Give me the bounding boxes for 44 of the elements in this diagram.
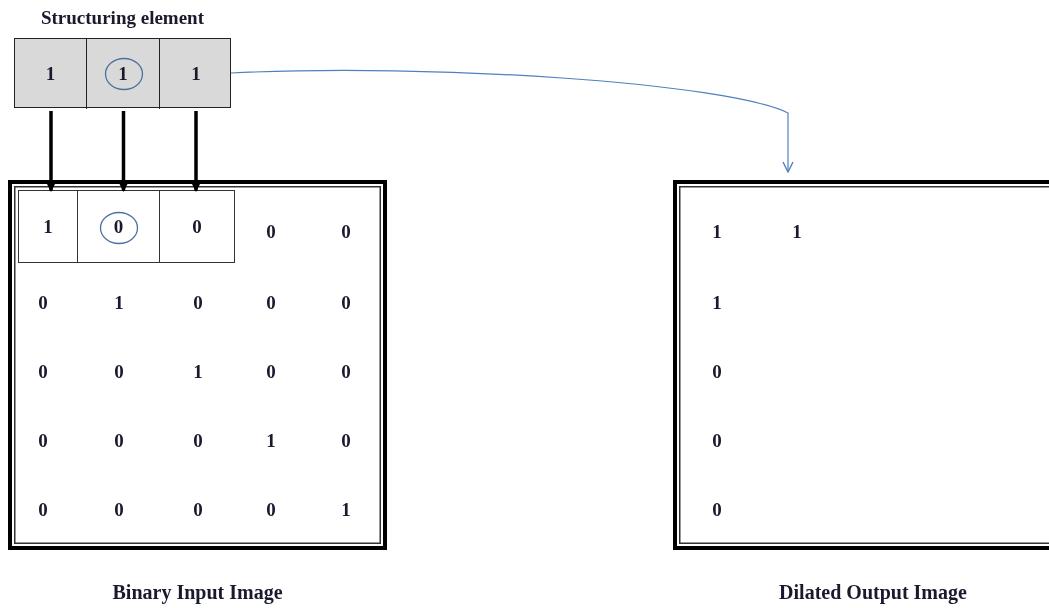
- matrix-value: 0: [193, 430, 203, 452]
- matrix-value: 0: [192, 215, 202, 238]
- matrix-value: 0: [38, 292, 48, 314]
- matrix-value: 0: [114, 430, 124, 452]
- matrix-value: 0: [38, 499, 48, 521]
- matrix-value: 0: [266, 499, 276, 521]
- matrix-value: 0: [341, 361, 351, 383]
- node-label: Dilated Output Image: [779, 581, 967, 604]
- matrix-value: 0: [712, 430, 722, 452]
- heading: Structuring element: [40, 7, 205, 29]
- matrix-value: 0: [341, 221, 351, 243]
- matrix-value: 1: [712, 292, 722, 314]
- matrix-value: 1: [712, 221, 722, 243]
- matrix-value: 0: [712, 499, 722, 521]
- matrix-value: 0: [113, 215, 124, 238]
- matrix-value: 0: [712, 361, 722, 383]
- node-label: Binary Input Image: [112, 581, 283, 604]
- matrix-value: 1: [114, 292, 124, 314]
- matrix-value: 1: [191, 63, 201, 85]
- matrix-value: 0: [114, 361, 124, 383]
- matrix-value: 0: [266, 221, 276, 243]
- matrix-cell: [78, 190, 160, 263]
- matrix-value: 1: [43, 215, 53, 238]
- matrix-value: 0: [341, 430, 351, 452]
- matrix-value: 0: [193, 292, 203, 314]
- arrow: [118, 111, 129, 193]
- arrow: [190, 111, 202, 193]
- arrow: [230, 69, 794, 173]
- matrix-value: 0: [341, 292, 351, 314]
- matrix-value: 1: [118, 63, 128, 85]
- matrix-value: 0: [38, 361, 48, 383]
- matrix-value: 0: [266, 292, 276, 314]
- matrix-cell: [18, 190, 78, 263]
- matrix-value: 0: [266, 361, 276, 383]
- matrix-value: 1: [45, 63, 56, 85]
- matrix-value: 1: [266, 430, 276, 452]
- matrix-value: 0: [38, 430, 48, 452]
- matrix-value: 1: [341, 499, 351, 521]
- matrix-value: 0: [193, 499, 203, 521]
- arrow: [45, 111, 57, 193]
- matrix-value: 1: [193, 361, 203, 383]
- matrix-value: 0: [114, 499, 124, 521]
- matrix-cell: [160, 190, 235, 263]
- matrix-value: 1: [792, 221, 802, 243]
